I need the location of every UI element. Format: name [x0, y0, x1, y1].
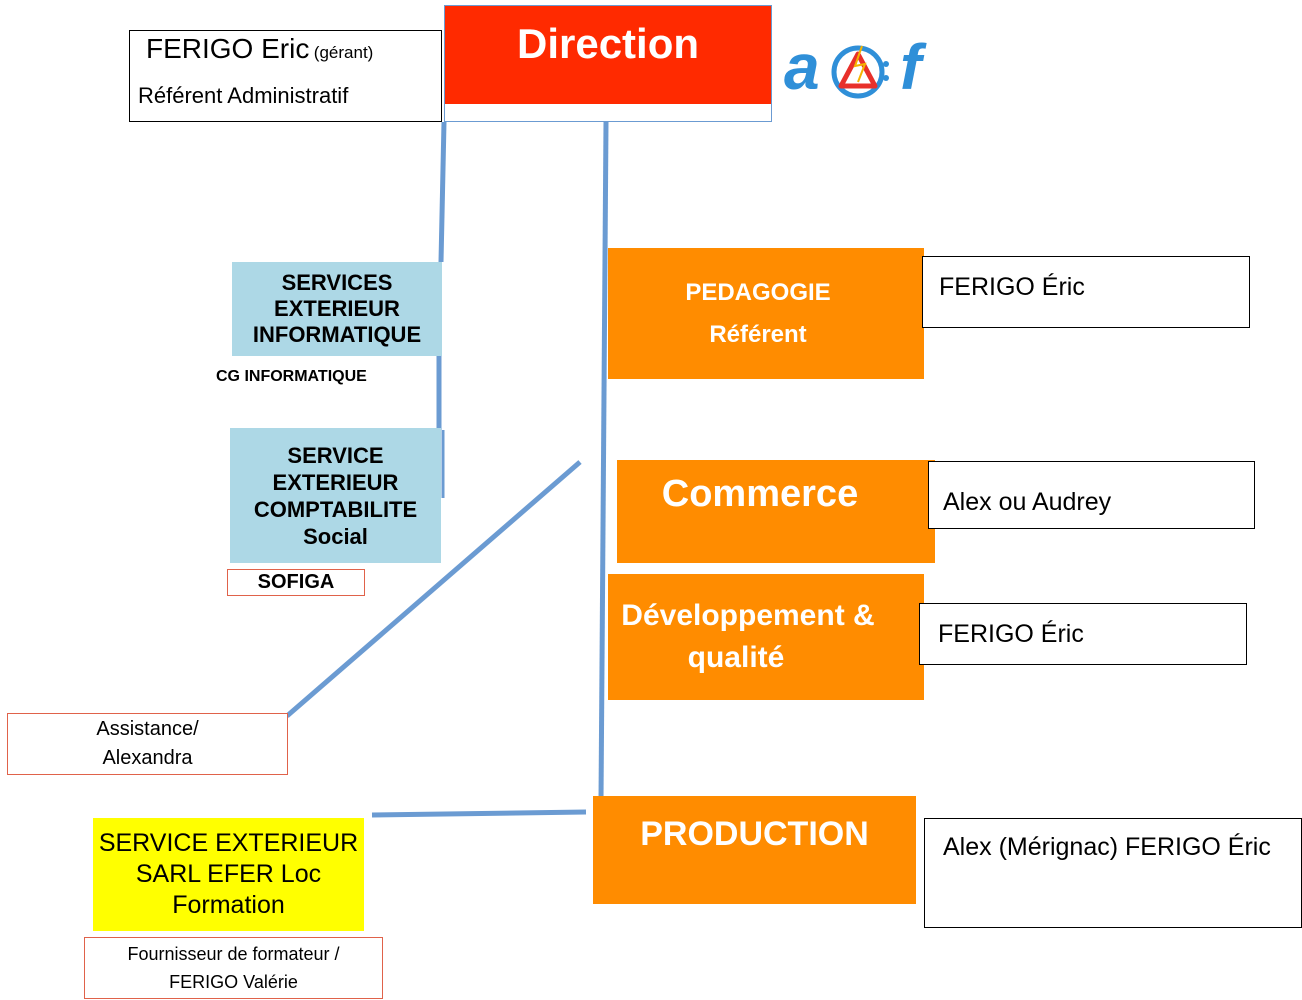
- production-person: Alex (Mérignac) FERIGO Éric: [943, 833, 1271, 861]
- manager-subtitle: Référent Administratif: [138, 83, 349, 108]
- it-service-line1: SERVICES: [281, 270, 393, 295]
- it-service-box: SERVICES EXTERIEUR INFORMATIQUE: [232, 262, 442, 356]
- developpement-line2: qualité: [687, 641, 785, 674]
- commerce-label: Commerce: [661, 473, 859, 515]
- logo-letter-f: f: [900, 31, 922, 103]
- commerce-person: Alex ou Audrey: [943, 488, 1112, 516]
- connector-to-training: [371, 809, 587, 818]
- connector-direction-to-departments: [598, 121, 609, 801]
- connector-to-assistance: [285, 460, 582, 718]
- accounting-line2: EXTERIEUR: [272, 469, 399, 495]
- connector-direction-to-it: [438, 121, 447, 263]
- developpement-line1: Développement &: [621, 599, 875, 632]
- accounting-line4: Social: [303, 523, 368, 549]
- production-label: PRODUCTION: [640, 814, 869, 853]
- assistance-line2: Alexandra: [102, 747, 193, 769]
- logo-letter-a: a: [784, 31, 820, 103]
- commerce-box: Commerce: [617, 460, 935, 563]
- manager-name-line: FERIGO Eric (gérant): [146, 33, 373, 65]
- trainer-supplier-line2: FERIGO Valérie: [169, 972, 298, 992]
- developpement-person-box: FERIGO Éric: [919, 603, 1247, 665]
- accounting-line1: SERVICE: [287, 442, 384, 468]
- commerce-person-box: Alex ou Audrey: [928, 461, 1255, 529]
- production-box: PRODUCTION: [593, 796, 916, 904]
- it-provider-label: CG INFORMATIQUE: [216, 368, 367, 385]
- accounting-provider-label: SOFIGA: [257, 571, 335, 593]
- assistance-box: Assistance/ Alexandra: [7, 713, 288, 775]
- direction-box: Direction: [444, 5, 772, 122]
- it-service-line2: EXTERIEUR: [274, 296, 400, 321]
- pedagogie-person-box: FERIGO Éric: [922, 256, 1250, 328]
- direction-title: Direction: [516, 20, 700, 67]
- training-line2: SARL EFER Loc: [135, 860, 322, 888]
- training-line3: Formation: [172, 891, 285, 919]
- pedagogie-box: PEDAGOGIE Référent: [608, 248, 924, 379]
- accounting-provider-box: SOFIGA: [227, 569, 365, 596]
- assistance-line1: Assistance/: [96, 718, 199, 740]
- pedagogie-line1: PEDAGOGIE: [685, 278, 831, 306]
- company-logo: a f: [784, 31, 944, 106]
- developpement-person: FERIGO Éric: [938, 620, 1084, 648]
- manager-role: (gérant): [313, 43, 374, 62]
- manager-name: FERIGO Eric: [146, 33, 310, 64]
- trainer-supplier-box: Fournisseur de formateur / FERIGO Valéri…: [84, 937, 383, 999]
- it-service-line3: INFORMATIQUE: [252, 322, 422, 347]
- training-line1: SERVICE EXTERIEUR: [98, 829, 359, 857]
- developpement-box: Développement & qualité: [608, 574, 924, 700]
- direction-red-panel: Direction: [445, 6, 771, 104]
- production-person-box: Alex (Mérignac) FERIGO Éric: [924, 818, 1302, 928]
- accounting-service-box: SERVICE EXTERIEUR COMPTABILITE Social: [230, 428, 441, 563]
- manager-box: FERIGO Eric (gérant) Référent Administra…: [129, 30, 442, 122]
- logo-warning-triangle-icon: [831, 45, 889, 99]
- trainer-supplier-line1: Fournisseur de formateur /: [127, 944, 340, 964]
- pedagogie-line2: Référent: [709, 320, 807, 348]
- training-service-box: SERVICE EXTERIEUR SARL EFER Loc Formatio…: [93, 818, 364, 931]
- accounting-line3: COMPTABILITE: [253, 496, 418, 522]
- pedagogie-person: FERIGO Éric: [939, 273, 1085, 301]
